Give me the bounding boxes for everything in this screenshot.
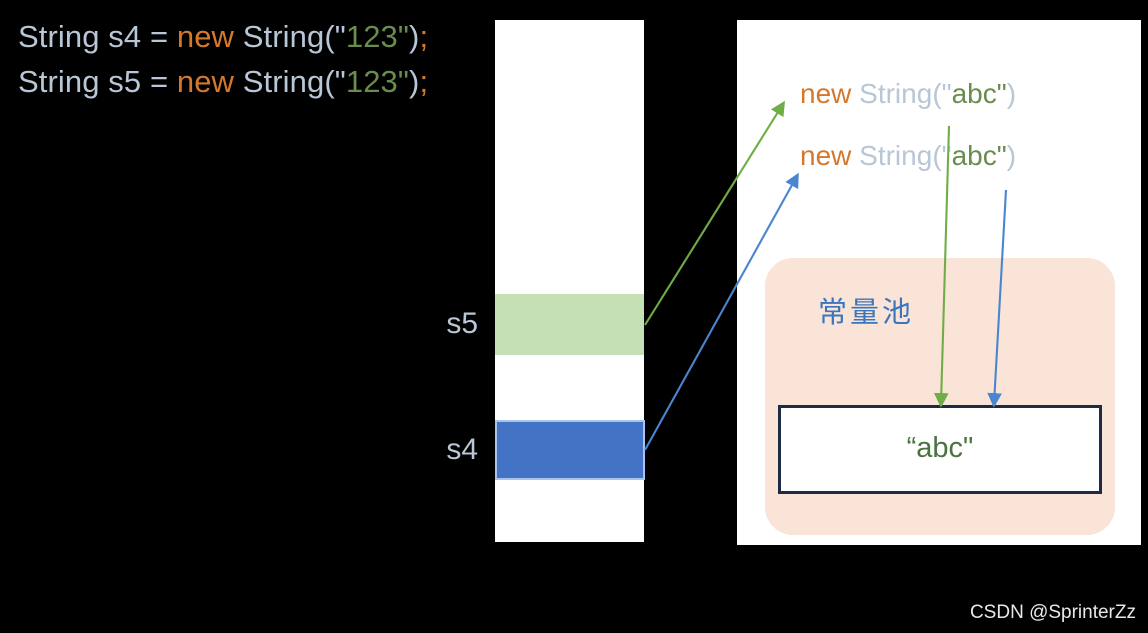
- watermark: CSDN @SprinterZz: [969, 602, 1136, 623]
- code-open-paren-s4: (": [324, 19, 346, 54]
- heap-object-expression-1: new String("abc"): [800, 80, 1016, 108]
- code-line-s4: String s4 = new String("123");: [18, 14, 428, 59]
- heap-type-string-1: String: [851, 78, 933, 109]
- constant-pool-title: 常量池: [818, 295, 915, 329]
- stack-label-s4: s4: [446, 433, 478, 466]
- heap-close-paren-2: ): [1006, 140, 1017, 171]
- code-semicolon-s4: ;: [419, 19, 429, 54]
- pool-literal-text: “abc": [906, 432, 974, 464]
- stack-slot-s5: [495, 294, 644, 355]
- stack-label-s5: s5: [446, 307, 478, 340]
- pool-literal-box: [778, 405, 1102, 494]
- heap-literal-2: abc: [951, 140, 997, 171]
- code-keyword-new-s5: new: [176, 64, 235, 99]
- heap-object-expression-2: new String("abc"): [800, 142, 1016, 170]
- heap-close-paren-1: ): [1006, 78, 1017, 109]
- code-semicolon-s5: ;: [419, 64, 429, 99]
- heap-keyword-new-2: new: [800, 140, 852, 171]
- heap-open-paren-1: (": [932, 78, 952, 109]
- code-line-s5: String s5 = new String("123");: [18, 59, 428, 104]
- code-type-string-s5: String: [234, 64, 325, 99]
- code-declaration-s4: String s4 =: [18, 19, 177, 54]
- code-type-string-s4: String: [234, 19, 325, 54]
- code-close-paren-s5: ): [409, 64, 420, 99]
- heap-open-paren-2: (": [932, 140, 952, 171]
- code-snippet: String s4 = new String("123"); String s5…: [18, 14, 428, 104]
- code-close-paren-s4: ): [409, 19, 420, 54]
- code-keyword-new-s4: new: [176, 19, 235, 54]
- heap-type-string-2: String: [851, 140, 933, 171]
- code-declaration-s5: String s5 =: [18, 64, 177, 99]
- heap-close-quote-2: ": [996, 140, 1007, 171]
- code-close-quote-s4: ": [397, 19, 410, 54]
- heap-keyword-new-1: new: [800, 78, 852, 109]
- heap-literal-1: abc: [951, 78, 997, 109]
- code-literal-s5: 123: [345, 64, 398, 99]
- stack-slot-s4: [495, 420, 645, 480]
- code-open-paren-s5: (": [324, 64, 346, 99]
- code-literal-s4: 123: [345, 19, 398, 54]
- heap-close-quote-1: ": [996, 78, 1007, 109]
- code-close-quote-s5: ": [397, 64, 410, 99]
